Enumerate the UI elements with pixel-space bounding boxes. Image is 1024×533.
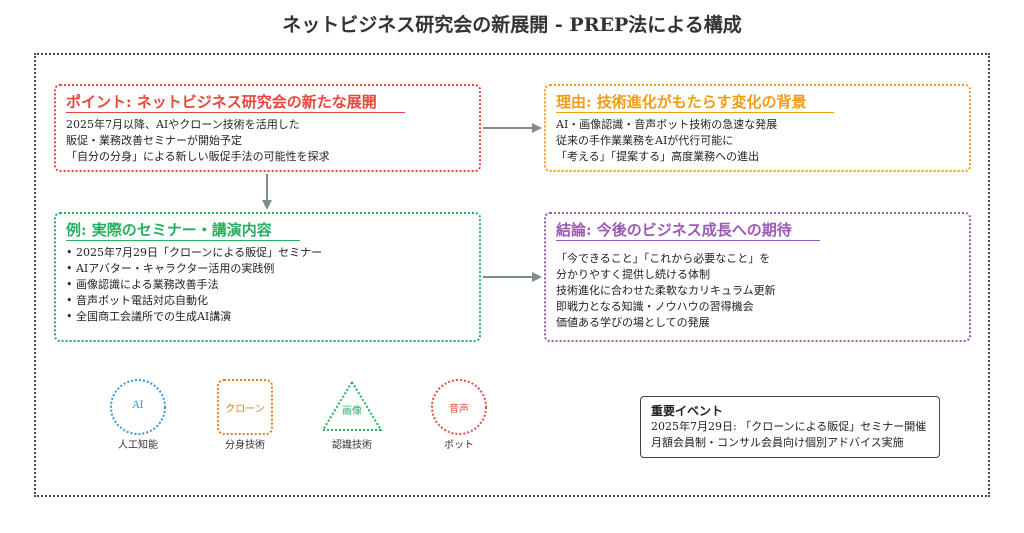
clone-square-icon (217, 379, 273, 435)
conclusion-box: 結論: 今後のビジネス成長への期待 「今できること」「これから必要なこと」を 分… (544, 212, 971, 342)
point-line: 2025年7月以降、AIやクローン技術を活用した (66, 118, 300, 131)
image-icon-text: 画像 (342, 406, 362, 417)
image-triangle-icon (321, 380, 383, 431)
reason-line: 「考える」「提案する」高度業務への進出 (556, 150, 760, 163)
conclusion-line: 技術進化に合わせた柔軟なカリキュラム更新 (556, 284, 776, 297)
clone-icon-text: クローン (225, 404, 265, 415)
conclusion-line: 即戦力となる知識・ノウハウの習得機会 (556, 300, 754, 313)
conclusion-heading: 結論: 今後のビジネス成長への期待 (556, 221, 820, 241)
voice-icon-label: ボット (444, 440, 474, 451)
conclusion-line: 価値ある学びの場としての発展 (556, 316, 710, 329)
voice-icon-text: 音声 (449, 404, 469, 415)
event-line: 月額会員制・コンサル会員向け個別アドバイス実施 (651, 436, 904, 449)
ai-icon-text: AI (132, 400, 144, 411)
image-icon-label: 認識技術 (332, 440, 372, 451)
conclusion-line: 分かりやすく提供し続ける体制 (556, 268, 710, 281)
example-heading: 例: 実際のセミナー・講演内容 (66, 221, 300, 241)
voice-circle-icon (431, 379, 487, 435)
ai-circle-icon (110, 379, 166, 435)
reason-line: 従来の手作業業務をAIが代行可能に (556, 134, 734, 147)
example-line: • 画像認識による業務改善手法 (66, 278, 219, 291)
page-title: ネットビジネス研究会の新展開 - PREP法による構成 (282, 14, 742, 36)
important-event-box: 重要イベント 2025年7月29日: 「クローンによる販促」セミナー開催 月額会… (640, 396, 940, 458)
point-line: 「自分の分身」による新しい販促手法の可能性を探求 (66, 150, 330, 163)
diagram-frame (34, 53, 990, 497)
example-line: • 2025年7月29日「クローンによる販促」セミナー (66, 246, 323, 259)
example-line: • 音声ボット電話対応自動化 (66, 294, 208, 307)
reason-heading: 理由: 技術進化がもたらす変化の背景 (556, 93, 835, 113)
point-box: ポイント: ネットビジネス研究会の新たな展開 2025年7月以降、AIやクローン… (54, 84, 481, 172)
event-heading: 重要イベント (651, 404, 724, 418)
ai-icon-label: 人工知能 (118, 440, 158, 451)
point-line: 販促・業務改善セミナーが開始予定 (66, 134, 242, 147)
point-heading: ポイント: ネットビジネス研究会の新たな展開 (66, 93, 405, 113)
event-line: 2025年7月29日: 「クローンによる販促」セミナー開催 (651, 420, 927, 433)
clone-icon-label: 分身技術 (225, 440, 265, 451)
reason-line: AI・画像認識・音声ボット技術の急速な発展 (556, 118, 778, 131)
example-box: 例: 実際のセミナー・講演内容 • 2025年7月29日「クローンによる販促」セ… (54, 212, 481, 342)
example-line: • AIアバター・キャラクター活用の実践例 (66, 262, 275, 275)
example-line: • 全国商工会議所での生成AI講演 (66, 310, 232, 323)
conclusion-line: 「今できること」「これから必要なこと」を (556, 252, 771, 265)
reason-box: 理由: 技術進化がもたらす変化の背景 AI・画像認識・音声ボット技術の急速な発展… (544, 84, 971, 172)
